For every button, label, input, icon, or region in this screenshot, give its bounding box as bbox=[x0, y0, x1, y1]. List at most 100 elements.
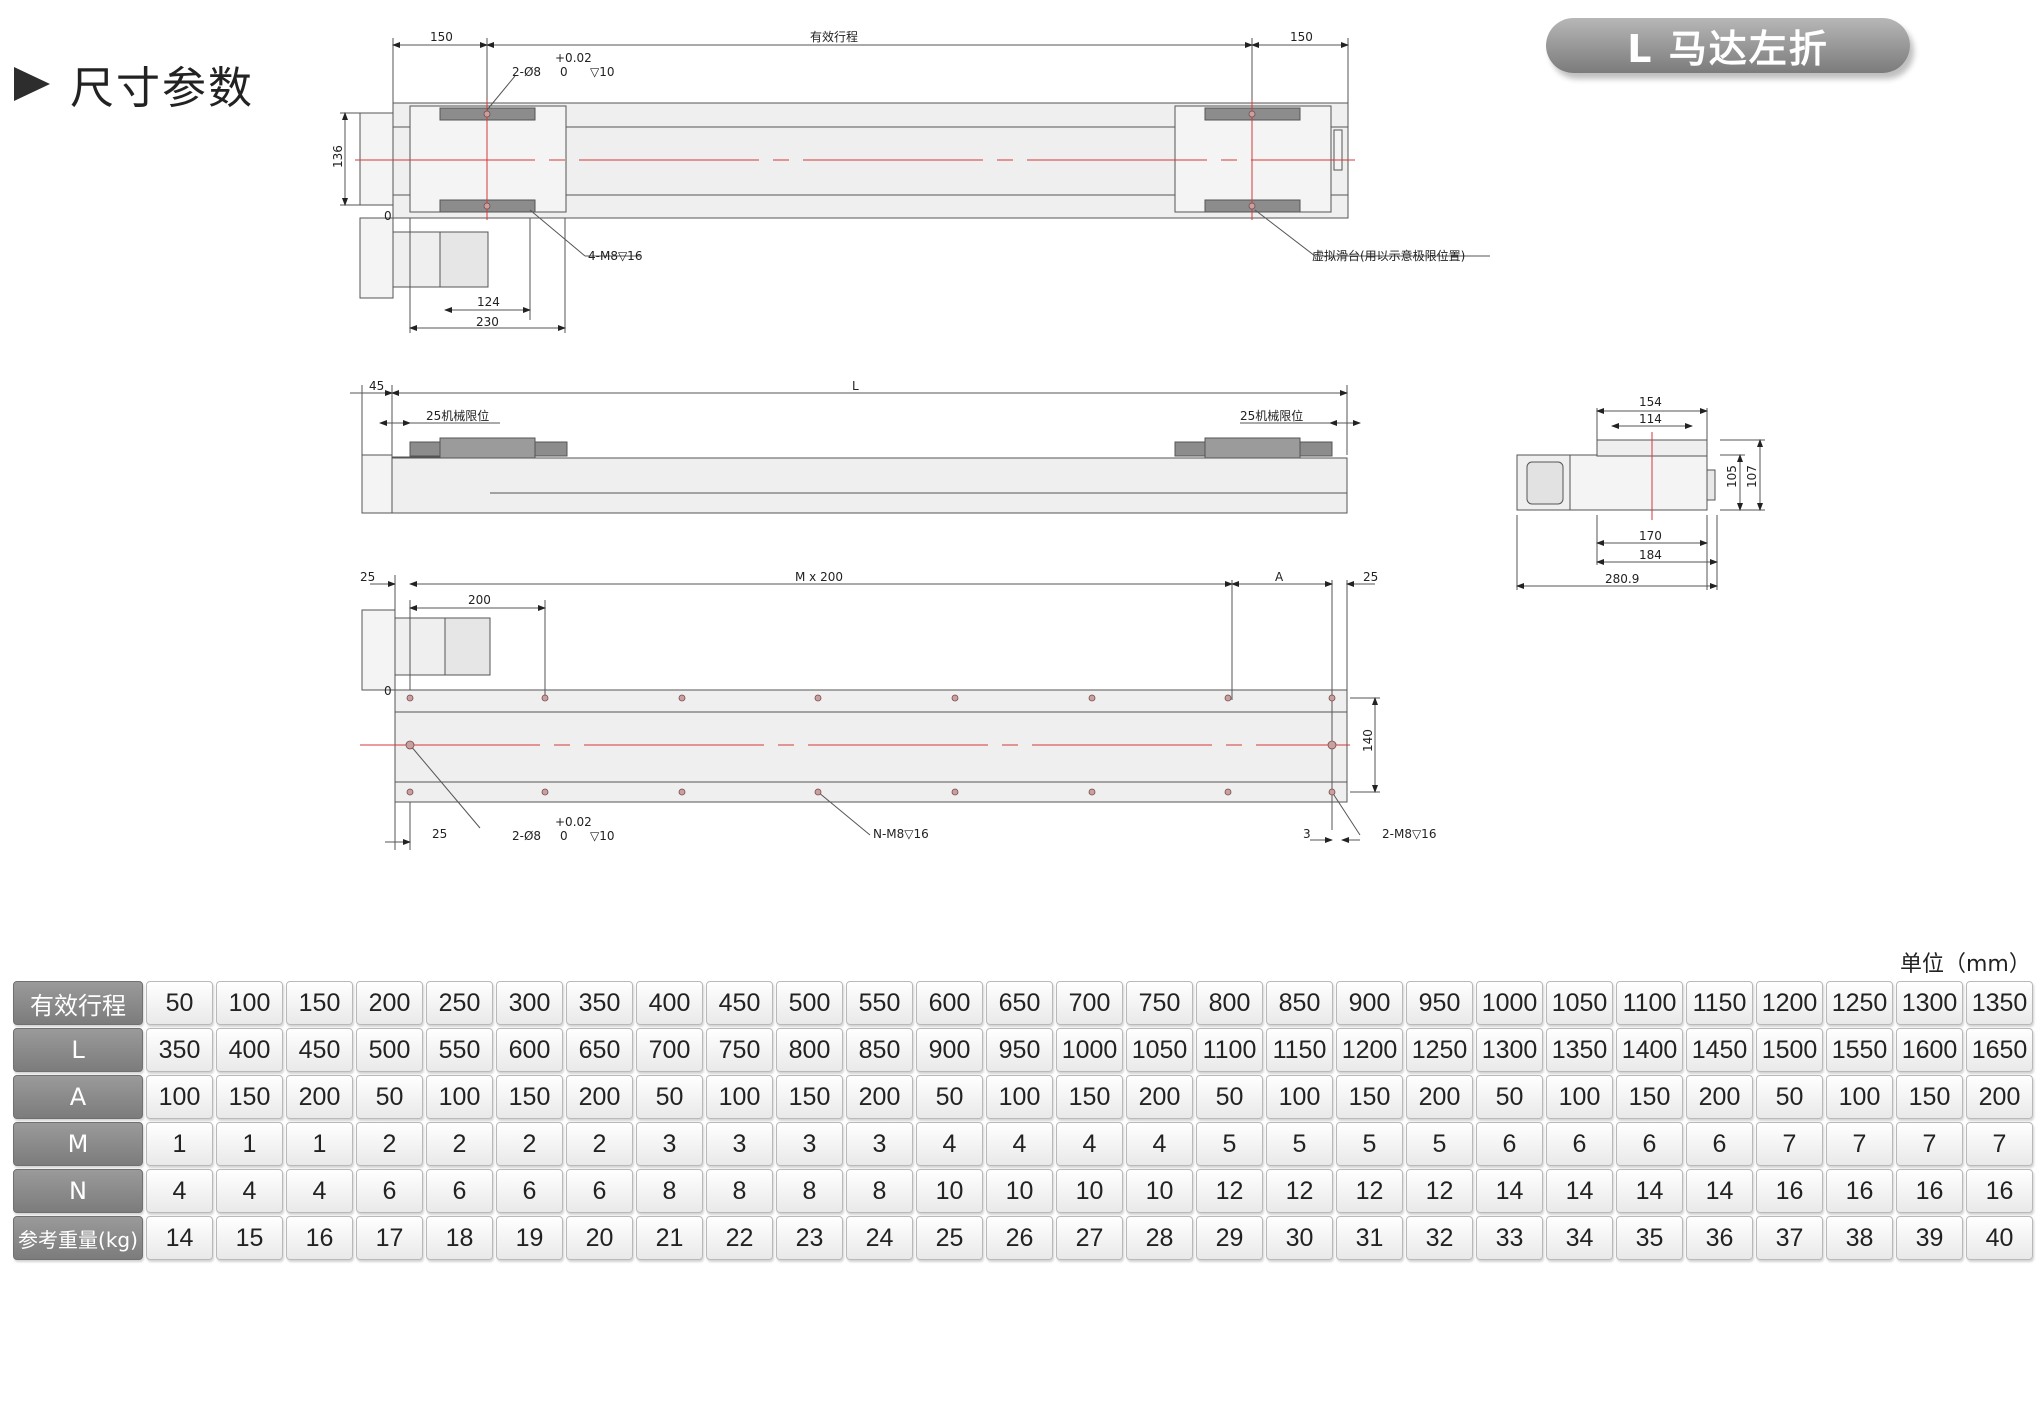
dim-280: 280.9 bbox=[1605, 572, 1639, 586]
dim-107: 107 bbox=[1745, 465, 1759, 488]
table-cell: 600 bbox=[916, 981, 983, 1025]
table-cell: 19 bbox=[496, 1216, 563, 1260]
table-cell: 33 bbox=[1476, 1216, 1543, 1260]
row-header: L bbox=[13, 1028, 143, 1072]
table-cell: 10 bbox=[916, 1169, 983, 1213]
table-cell: 16 bbox=[286, 1216, 353, 1260]
table-cell: 100 bbox=[216, 981, 283, 1025]
table-cell: 6 bbox=[1476, 1122, 1543, 1166]
table-cell: 900 bbox=[916, 1028, 983, 1072]
tolerance-zero-bottom: 0 bbox=[560, 829, 568, 843]
table-cell: 150 bbox=[1896, 1075, 1963, 1119]
table-cell: 4 bbox=[916, 1122, 983, 1166]
table-cell: 100 bbox=[986, 1075, 1053, 1119]
table-cell: 1350 bbox=[1966, 981, 2033, 1025]
table-cell: 1100 bbox=[1196, 1028, 1263, 1072]
dim-140: 140 bbox=[1361, 729, 1375, 752]
row-header: M bbox=[13, 1122, 143, 1166]
table-cell: 6 bbox=[566, 1169, 633, 1213]
table-cell: 100 bbox=[1826, 1075, 1893, 1119]
dim-170: 170 bbox=[1639, 529, 1662, 543]
zero-top: 0 bbox=[384, 209, 392, 223]
table-cell: 28 bbox=[1126, 1216, 1193, 1260]
table-cell: 100 bbox=[146, 1075, 213, 1119]
dim-3: 3 bbox=[1303, 827, 1311, 841]
pin-depth-bottom: ▽10 bbox=[590, 829, 615, 843]
table-cell: 500 bbox=[356, 1028, 423, 1072]
table-cell: 27 bbox=[1056, 1216, 1123, 1260]
table-cell: 50 bbox=[916, 1075, 983, 1119]
table-cell: 1150 bbox=[1266, 1028, 1333, 1072]
limit-right: 25机械限位 bbox=[1240, 408, 1303, 423]
dim-124: 124 bbox=[477, 295, 500, 309]
table-cell: 29 bbox=[1196, 1216, 1263, 1260]
table-cell: 21 bbox=[636, 1216, 703, 1260]
table-cell: 7 bbox=[1756, 1122, 1823, 1166]
table-cell: 50 bbox=[1476, 1075, 1543, 1119]
table-cell: 12 bbox=[1406, 1169, 1473, 1213]
table-cell: 3 bbox=[846, 1122, 913, 1166]
table-cell: 1650 bbox=[1966, 1028, 2033, 1072]
dim-154: 154 bbox=[1639, 395, 1662, 409]
table-cell: 8 bbox=[706, 1169, 773, 1213]
pin-spec-top: 2-Ø8 bbox=[512, 65, 541, 79]
table-cell: 150 bbox=[286, 981, 353, 1025]
table-cell: 10 bbox=[1056, 1169, 1123, 1213]
table-cell: 8 bbox=[636, 1169, 703, 1213]
table-cell: 1050 bbox=[1126, 1028, 1193, 1072]
table-cell: 50 bbox=[1196, 1075, 1263, 1119]
table-cell: 400 bbox=[216, 1028, 283, 1072]
table-cell: 350 bbox=[146, 1028, 213, 1072]
table-cell: 50 bbox=[1756, 1075, 1823, 1119]
table-cell: 150 bbox=[1056, 1075, 1123, 1119]
table-cell: 1250 bbox=[1826, 981, 1893, 1025]
table-cell: 7 bbox=[1966, 1122, 2033, 1166]
table-cell: 100 bbox=[426, 1075, 493, 1119]
table-cell: 750 bbox=[1126, 981, 1193, 1025]
table-cell: 7 bbox=[1896, 1122, 1963, 1166]
table-cell: 12 bbox=[1266, 1169, 1333, 1213]
table-cell: 6 bbox=[426, 1169, 493, 1213]
table-cell: 5 bbox=[1336, 1122, 1403, 1166]
table-cell: 1 bbox=[286, 1122, 353, 1166]
dim-136: 136 bbox=[331, 145, 345, 168]
dim-114: 114 bbox=[1639, 412, 1662, 426]
table-cell: 14 bbox=[1476, 1169, 1543, 1213]
virtual-slide-note: 虚拟滑台(用以示意极限位置) bbox=[1312, 248, 1465, 263]
side-view bbox=[350, 385, 1361, 514]
mount-holes bbox=[405, 110, 1337, 796]
table-cell: 25 bbox=[916, 1216, 983, 1260]
table-cell: 34 bbox=[1546, 1216, 1613, 1260]
table-cell: 16 bbox=[1826, 1169, 1893, 1213]
table-cell: 750 bbox=[706, 1028, 773, 1072]
table-cell: 350 bbox=[566, 981, 633, 1025]
table-cell: 650 bbox=[986, 981, 1053, 1025]
table-cell: 950 bbox=[986, 1028, 1053, 1072]
table-cell: 1300 bbox=[1896, 981, 1963, 1025]
table-cell: 18 bbox=[426, 1216, 493, 1260]
table-cell: 3 bbox=[636, 1122, 703, 1166]
dim-184: 184 bbox=[1639, 548, 1662, 562]
table-cell: 50 bbox=[356, 1075, 423, 1119]
table-cell: 8 bbox=[846, 1169, 913, 1213]
table-cell: 12 bbox=[1336, 1169, 1403, 1213]
table-cell: 3 bbox=[706, 1122, 773, 1166]
dim-200: 200 bbox=[468, 593, 491, 607]
table-cell: 4 bbox=[1056, 1122, 1123, 1166]
table-cell: 14 bbox=[146, 1216, 213, 1260]
table-cell: 100 bbox=[1546, 1075, 1613, 1119]
table-cell: 16 bbox=[1756, 1169, 1823, 1213]
screw-note: 4-M8▽16 bbox=[588, 249, 642, 263]
table-cell: 5 bbox=[1406, 1122, 1473, 1166]
table-cell: 150 bbox=[1616, 1075, 1683, 1119]
table-cell: 300 bbox=[496, 981, 563, 1025]
table-cell: 14 bbox=[1686, 1169, 1753, 1213]
section-title: 尺寸参数 bbox=[70, 63, 254, 114]
n-note: N-M8▽16 bbox=[873, 827, 929, 841]
dim-A: A bbox=[1275, 570, 1284, 584]
table-cell: 550 bbox=[846, 981, 913, 1025]
table-cell: 4 bbox=[1126, 1122, 1193, 1166]
